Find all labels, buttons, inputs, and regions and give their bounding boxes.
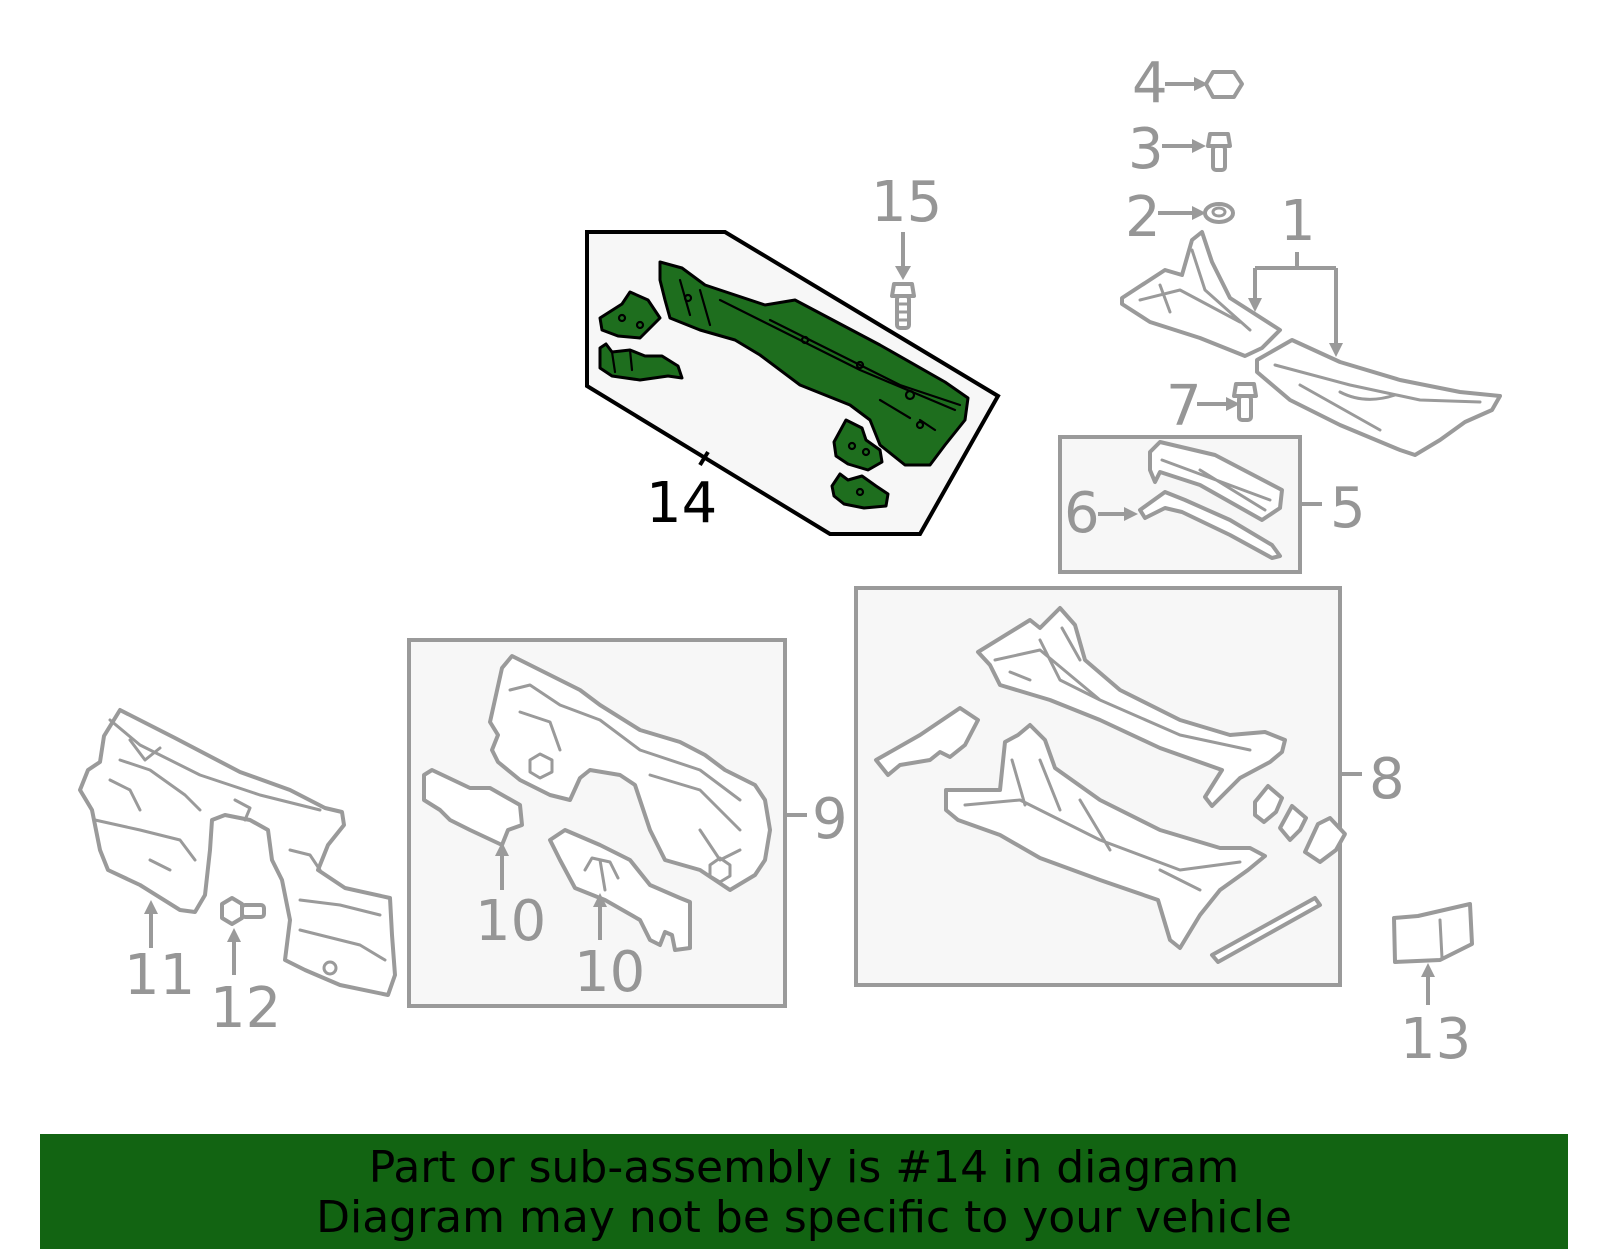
callout-11[interactable]: 11 (124, 943, 195, 1008)
part-6-reinforcement[interactable] (1138, 490, 1282, 560)
part-8-clip-3[interactable] (1303, 816, 1347, 864)
part-12-bolt[interactable] (220, 896, 266, 926)
part-11-dash-insulator[interactable] (78, 708, 397, 997)
callout-8[interactable]: 8 (1369, 747, 1405, 812)
callout-5[interactable]: 5 (1330, 476, 1366, 541)
part-14-bracket-left-upper[interactable] (598, 290, 662, 340)
part-15-bolt[interactable] (890, 282, 916, 330)
footer-banner: Part or sub-assembly is #14 in diagram D… (40, 1134, 1568, 1249)
part-5-bracket[interactable] (1148, 440, 1284, 522)
callout-2[interactable]: 2 (1125, 185, 1161, 250)
callout-7[interactable]: 7 (1166, 374, 1202, 439)
callout-14[interactable]: 14 (646, 471, 717, 536)
part-10-bracket-left[interactable] (422, 768, 524, 847)
part-13-bracket[interactable] (1392, 902, 1474, 964)
part-8-upper-panel[interactable] (976, 606, 1287, 808)
part-8-strip[interactable] (1210, 896, 1322, 964)
footer-line-part-number: Part or sub-assembly is #14 in diagram (368, 1142, 1240, 1193)
part-14-bracket-right-upper[interactable] (832, 418, 884, 472)
callout-13[interactable]: 13 (1400, 1007, 1471, 1072)
callout-4[interactable]: 4 (1132, 51, 1168, 116)
part-8-lower-panel[interactable] (944, 723, 1267, 950)
callout-3[interactable]: 3 (1128, 117, 1164, 182)
part-14-group[interactable] (585, 230, 1001, 536)
part-8-group-box (854, 586, 1342, 987)
part-8-clip-1[interactable] (1253, 784, 1284, 824)
callout-6[interactable]: 6 (1064, 481, 1100, 546)
part-2-clip[interactable] (1203, 202, 1235, 224)
part-8-clip-2[interactable] (1278, 804, 1308, 842)
part-4-nut[interactable] (1204, 70, 1244, 99)
footer-line-disclaimer: Diagram may not be specific to your vehi… (316, 1192, 1292, 1243)
part-1-cowl-left[interactable] (1120, 230, 1282, 358)
part-3-bolt[interactable] (1206, 132, 1232, 172)
callout-9[interactable]: 9 (812, 787, 848, 852)
callout-12[interactable]: 12 (210, 976, 281, 1041)
part-14-crossmember[interactable] (658, 260, 970, 467)
part-1-cowl-right[interactable] (1255, 338, 1502, 457)
part-7-bolt[interactable] (1232, 382, 1258, 422)
callout-15[interactable]: 15 (871, 170, 942, 235)
callout-1[interactable]: 1 (1280, 189, 1316, 254)
part-9-dash-panel[interactable] (488, 654, 772, 892)
part-14-bracket-right-lower[interactable] (830, 472, 890, 510)
callout-10-a[interactable]: 10 (475, 889, 546, 954)
callout-10-b[interactable]: 10 (574, 940, 645, 1005)
part-8-small-bracket[interactable] (874, 706, 980, 777)
